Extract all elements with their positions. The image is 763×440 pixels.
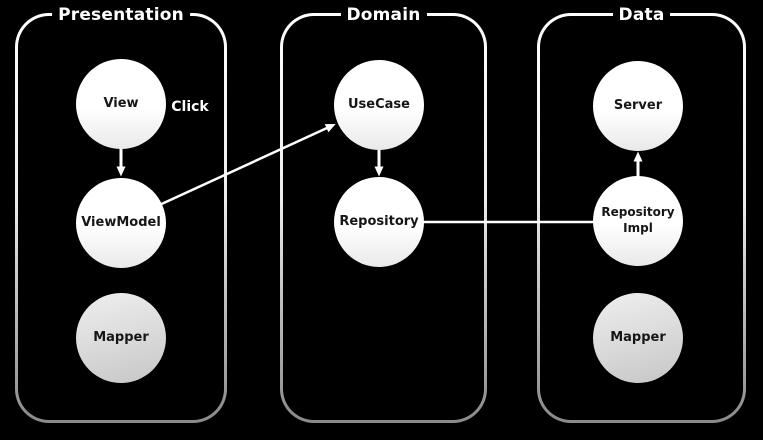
node-repository-impl-label: Repository Impl	[601, 205, 675, 235]
layer-title-data: Data	[612, 3, 671, 27]
node-server: Server	[593, 61, 683, 151]
layer-title-domain: Domain	[340, 3, 427, 27]
node-repository-impl: Repository Impl	[593, 176, 683, 266]
node-repository-label: Repository	[339, 213, 419, 229]
node-mapper-presentation: Mapper	[76, 293, 166, 383]
node-usecase-label: UseCase	[348, 96, 410, 112]
node-mapper-presentation-label: Mapper	[93, 329, 149, 345]
node-view-label: View	[103, 95, 139, 111]
node-view: View	[76, 59, 166, 149]
node-usecase: UseCase	[334, 60, 424, 150]
node-server-label: Server	[613, 97, 663, 113]
layer-title-presentation: Presentation	[52, 3, 190, 27]
node-viewmodel: ViewModel	[76, 178, 166, 268]
edge-viewmodel-to-usecase-arrow	[154, 124, 336, 209]
node-viewmodel-label: ViewModel	[81, 214, 161, 230]
node-mapper-data: Mapper	[593, 293, 683, 383]
click-annotation: Click	[171, 99, 209, 115]
node-mapper-data-label: Mapper	[610, 329, 666, 345]
node-repository: Repository	[334, 177, 424, 267]
